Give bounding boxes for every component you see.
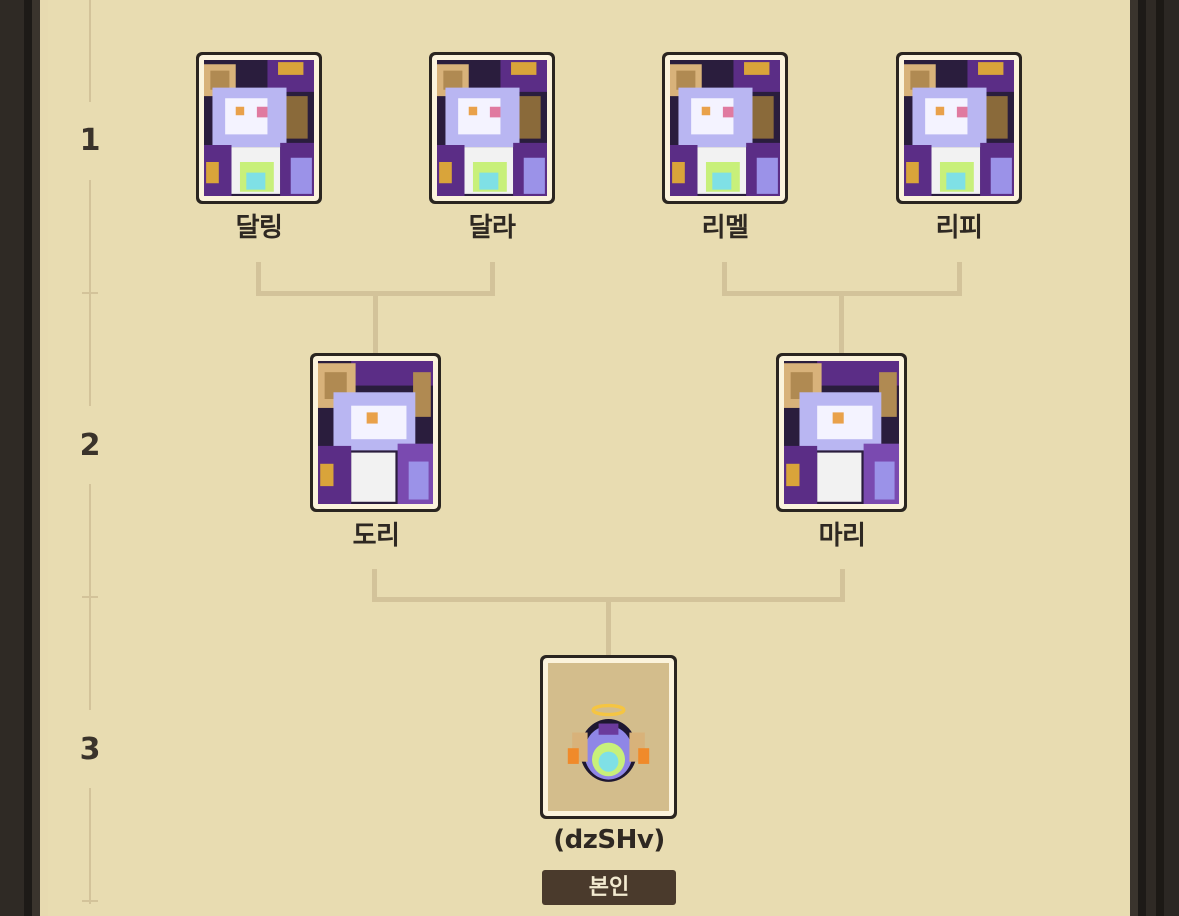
- right-frame: [1130, 0, 1179, 916]
- left-frame: [0, 0, 48, 916]
- ancestor-card-3[interactable]: [662, 52, 788, 204]
- horned-monster-portrait-icon: [784, 361, 899, 504]
- connector: [372, 569, 377, 602]
- parent-card-1[interactable]: [310, 353, 441, 512]
- self-badge: 본인: [542, 870, 676, 905]
- haloed-egg-creature-icon: [548, 663, 669, 811]
- connector: [839, 291, 844, 353]
- ancestor-name-2: 달라: [468, 213, 516, 243]
- horned-monster-portrait-icon: [318, 361, 433, 504]
- generation-rail: [89, 0, 91, 102]
- horned-monster-portrait-icon: [670, 60, 780, 196]
- ancestor-card-2[interactable]: [429, 52, 555, 204]
- generation-divider: [82, 596, 98, 598]
- connector: [606, 597, 611, 655]
- connector: [722, 262, 727, 296]
- ancestor-card-1[interactable]: [196, 52, 322, 204]
- parent-name-1: 도리: [352, 521, 400, 551]
- generation-label-1: 1: [70, 121, 110, 161]
- self-name: (dzSHv): [553, 825, 665, 855]
- horned-monster-portrait-icon: [904, 60, 1014, 196]
- ancestor-name-1: 달링: [235, 213, 283, 243]
- generation-label-2: 2: [70, 426, 110, 466]
- ancestor-card-4[interactable]: [896, 52, 1022, 204]
- generation-divider: [82, 292, 98, 294]
- parent-card-2[interactable]: [776, 353, 907, 512]
- generation-divider: [82, 900, 98, 902]
- generation-label-3: 3: [70, 730, 110, 770]
- horned-monster-portrait-icon: [204, 60, 314, 196]
- connector: [840, 569, 845, 602]
- connector: [373, 291, 378, 353]
- parent-name-2: 마리: [818, 521, 866, 551]
- self-card[interactable]: [540, 655, 677, 819]
- ancestor-name-3: 리멜: [701, 213, 749, 243]
- generation-rail: [89, 788, 91, 904]
- connector: [256, 262, 261, 296]
- horned-monster-portrait-icon: [437, 60, 547, 196]
- connector: [490, 262, 495, 296]
- connector: [957, 262, 962, 296]
- ancestor-name-4: 리피: [935, 213, 983, 243]
